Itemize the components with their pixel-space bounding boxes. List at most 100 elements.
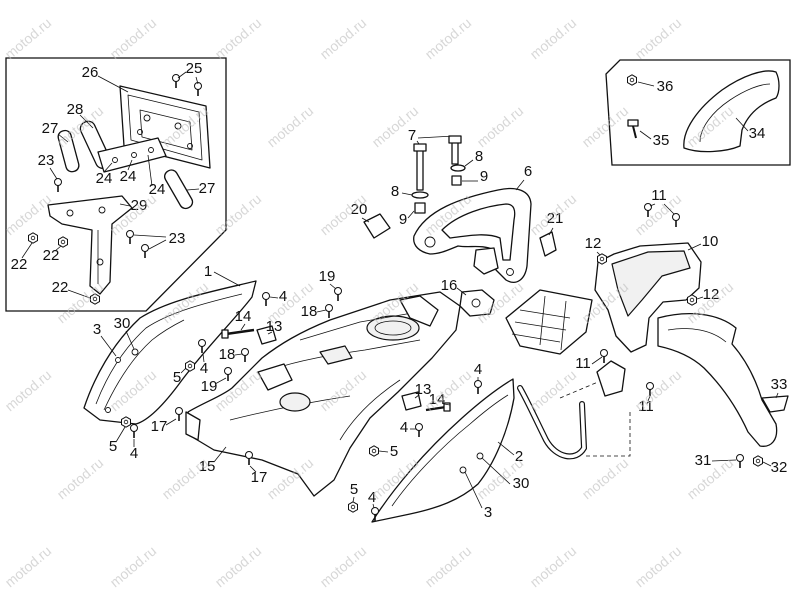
seat-cowl-inset-frame — [605, 59, 791, 166]
leader-line — [663, 203, 675, 215]
callout-label: 7 — [408, 127, 416, 144]
bolt-head — [627, 119, 639, 127]
leader-line — [54, 245, 62, 252]
bolt-head — [448, 135, 462, 144]
seat-cowl — [683, 70, 780, 153]
right-side-panel — [371, 378, 515, 523]
callout-label: 31 — [695, 452, 712, 469]
callout-label: 25 — [186, 60, 203, 77]
release-cable-inner — [518, 386, 586, 459]
mounting-hole — [112, 157, 118, 163]
leader-line — [416, 140, 420, 145]
nut — [185, 360, 195, 372]
leader-line — [414, 394, 420, 399]
plate-bracket — [97, 137, 167, 173]
license-light-bracket — [596, 360, 626, 397]
leader-line — [649, 203, 656, 207]
callout-label: 23 — [38, 152, 55, 169]
callout-label: 27 — [42, 120, 59, 137]
leader-line — [372, 503, 375, 509]
bushing — [401, 391, 422, 411]
leader-line — [213, 446, 227, 463]
clip — [539, 231, 557, 257]
callout-label: 4 — [279, 288, 287, 305]
leader-line — [21, 242, 33, 259]
mounting-hole — [66, 209, 74, 217]
leader-line — [97, 75, 129, 93]
callout-label: 11 — [638, 398, 654, 415]
release-cable — [517, 385, 588, 460]
callout-label: 19 — [201, 378, 218, 395]
callout-label: 14 — [429, 391, 446, 408]
callout-label: 29 — [131, 197, 148, 214]
nut — [627, 74, 637, 86]
callout-label: 18 — [301, 303, 318, 320]
washer — [411, 191, 429, 199]
lock-mechanism-rib — [514, 321, 567, 331]
callout-label: 3 — [93, 321, 101, 338]
trim-clip — [105, 407, 111, 413]
callout-label: 10 — [702, 233, 719, 250]
leader-line — [596, 251, 601, 256]
callout-label: 26 — [82, 64, 99, 81]
leader-line — [147, 154, 153, 187]
clip — [363, 213, 391, 239]
callout-label: 34 — [749, 125, 766, 142]
seat-latch — [459, 289, 495, 317]
callout-label: 22 — [11, 256, 28, 273]
nut — [121, 416, 131, 428]
rear-fender — [657, 313, 778, 447]
callout-label: 12 — [703, 286, 720, 303]
tail-piece — [594, 242, 702, 353]
bolt — [627, 119, 639, 139]
callout-label: 5 — [109, 438, 117, 455]
leader-line — [213, 271, 241, 287]
nut — [597, 253, 607, 265]
callout-label: 16 — [441, 277, 458, 294]
right-side-panel-edge — [391, 394, 509, 507]
left-side-panel-body — [83, 280, 257, 425]
seat-tray-mount — [257, 363, 293, 391]
nut — [28, 232, 38, 244]
storage-well-rim — [374, 320, 412, 336]
leader-line — [165, 418, 177, 426]
rear-fender-edge — [667, 328, 727, 343]
left-side-panel-edge — [95, 293, 243, 405]
leader-line — [696, 296, 704, 300]
leader-line — [443, 403, 451, 406]
license-bracket-leader-lines — [21, 71, 200, 299]
leader-line — [687, 243, 702, 251]
seat-tray-side — [339, 379, 401, 441]
trim-clip — [476, 452, 484, 460]
callout-label: 8 — [391, 183, 399, 200]
leader-line — [133, 234, 167, 238]
trim-clip — [131, 348, 139, 356]
callout-label: 17 — [151, 418, 168, 435]
reflector-bracket — [761, 395, 789, 413]
leader-line — [361, 217, 370, 223]
leader-line — [515, 179, 525, 191]
callout-label: 23 — [169, 230, 186, 247]
callout-label: 4 — [130, 445, 138, 462]
mounting-hole — [506, 268, 514, 276]
callout-label: 2 — [515, 448, 523, 465]
leader-line — [329, 283, 337, 290]
leader-line — [57, 133, 69, 143]
license-plate-holder-rim — [127, 94, 203, 161]
leader-line — [67, 289, 91, 299]
leader-line — [249, 465, 257, 473]
bushing — [256, 325, 277, 345]
callout-label: 15 — [199, 458, 216, 475]
washer — [450, 164, 466, 172]
rubber-strip — [163, 169, 194, 210]
callout-label: 27 — [199, 180, 216, 197]
leader-line — [180, 367, 187, 374]
callout-label: 13 — [266, 318, 283, 335]
spacer — [451, 175, 462, 186]
leader-line — [775, 392, 779, 399]
support-bracket — [47, 195, 133, 295]
nut — [753, 455, 763, 467]
license-plate-holder-rib — [139, 109, 193, 151]
leader-line — [464, 471, 483, 509]
mounting-hole — [98, 206, 106, 214]
